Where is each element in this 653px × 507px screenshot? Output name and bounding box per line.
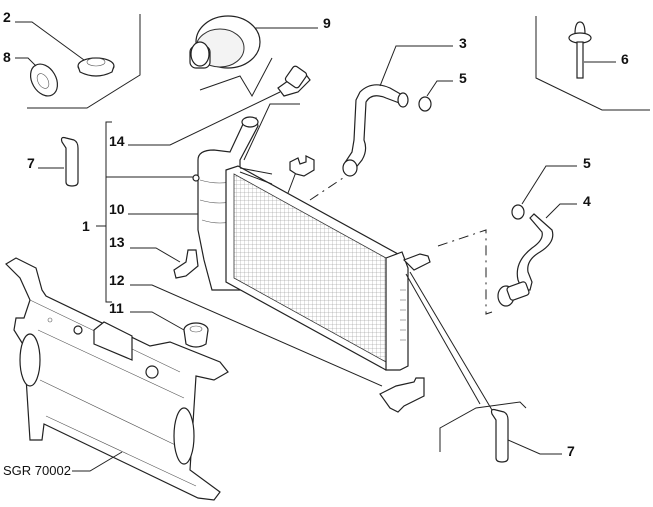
part-side-seal-right bbox=[490, 408, 509, 463]
part-tank-cap bbox=[189, 15, 261, 69]
part-rubber-mount bbox=[183, 322, 209, 348]
part-radiator bbox=[225, 165, 431, 371]
part-lower-hose bbox=[497, 213, 554, 307]
callout-4: 4 bbox=[583, 193, 591, 209]
callout-6: 6 bbox=[621, 51, 629, 67]
part-upper-hose bbox=[342, 84, 409, 177]
callout-9: 9 bbox=[323, 15, 331, 31]
part-hose-connector bbox=[277, 65, 311, 97]
frame-top-right bbox=[535, 16, 650, 111]
part-mounting-clip bbox=[289, 155, 315, 177]
part-washer bbox=[29, 63, 59, 97]
callout-12: 12 bbox=[109, 272, 125, 288]
callout-7-right: 7 bbox=[567, 443, 575, 459]
assembly-bracket bbox=[96, 121, 195, 303]
part-clamp-upper bbox=[418, 96, 432, 112]
callout-10: 10 bbox=[109, 201, 125, 217]
callout-5-upper: 5 bbox=[459, 70, 467, 86]
callout-8: 8 bbox=[3, 49, 11, 65]
callout-2: 2 bbox=[3, 9, 11, 25]
part-side-seal-left bbox=[60, 136, 79, 187]
callout-7-left: 7 bbox=[27, 155, 35, 171]
part-grommet bbox=[77, 57, 115, 77]
callout-13: 13 bbox=[109, 234, 125, 250]
callout-11: 11 bbox=[109, 300, 124, 316]
callout-group-1: 1 bbox=[82, 218, 90, 234]
part-front-frame bbox=[5, 257, 229, 501]
drawing-code: SGR 70002 bbox=[3, 463, 71, 478]
part-bracket-12 bbox=[379, 377, 425, 413]
callout-5-lower: 5 bbox=[583, 155, 591, 171]
callout-14: 14 bbox=[109, 133, 125, 149]
part-bracket-13 bbox=[173, 249, 199, 279]
frame-top-left bbox=[27, 14, 141, 109]
callout-3: 3 bbox=[459, 35, 467, 51]
part-push-pin bbox=[568, 21, 592, 79]
part-clamp-lower bbox=[511, 204, 525, 220]
